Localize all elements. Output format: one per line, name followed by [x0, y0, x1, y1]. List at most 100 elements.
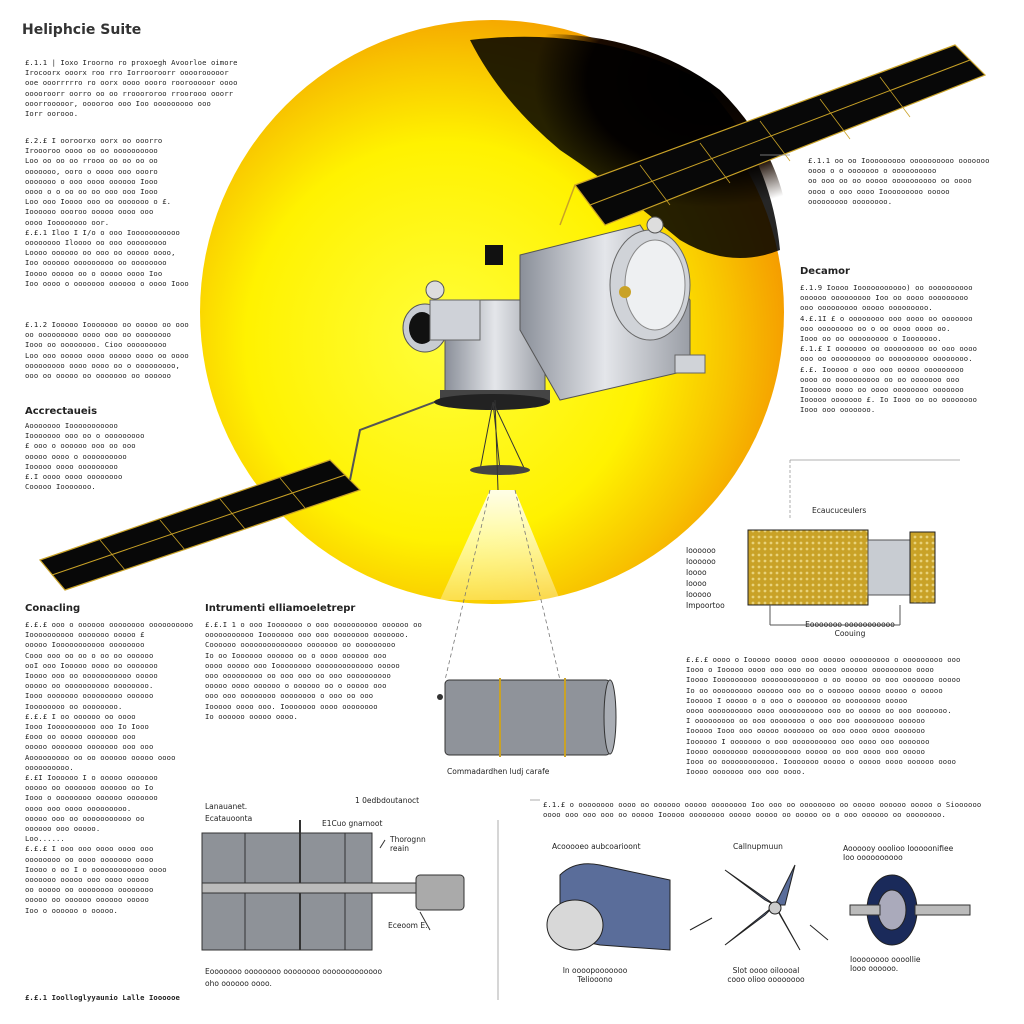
upper-solar-panel — [574, 44, 987, 226]
instrument-line: ooo ooooooooo oo ooo ooo oo ooo oooooooo… — [205, 671, 391, 681]
coating-line: Ioooo o oo I o oooooooooooo oooo — [25, 864, 167, 874]
left-block-line: ooooooo, ooro o oooo ooo oooro — [25, 166, 158, 176]
coating-line: Iooo o oooooooo oooooo ooooooo — [25, 793, 158, 803]
accessories-heading: Accrectaueis — [25, 406, 98, 417]
left-block3-line: Iooo oo oooooooo. Cioo ooooooooo — [25, 340, 167, 350]
decamor-line: ooo ooooooooo ooooo ooooooooo. — [800, 303, 933, 313]
coating-line: £.£.£ ooo o oooooo oooooooo oooooooooo — [25, 620, 194, 629]
instrument-line: £.£.I 1 o ooo Iooooooo o ooo oooooooooo … — [205, 620, 422, 629]
coating-line: ooooooo ooooo ooo oooo ooooo — [25, 875, 149, 885]
instrument-heading: Intrumenti elliamoeletrepr — [205, 603, 356, 614]
left-top-line: ooorrooooor, ooooroo ooo Ioo ooooooooo o… — [25, 98, 211, 108]
instrument-line: ooo ooo oooooooo oooooooo o ooo oo ooo — [205, 691, 374, 701]
footer-line: £.£.1 Ioolloglyyaunio Lalle Ioooooe — [25, 993, 180, 1002]
canister-caption: Coouing — [834, 629, 866, 638]
coating-line: £.£.£ I ooo ooo oooo oooo ooo — [25, 844, 154, 854]
coating-line: £.£I Ioooooo I o ooooo ooooooo — [25, 773, 158, 783]
assembly-caption: Eooooooo oooooooo oooooooo ooooooooooooo — [205, 967, 383, 976]
assembly-title: 1 0edbdoutanoct — [355, 796, 420, 805]
figure-c-caption: Iooo oooooo. — [850, 964, 899, 973]
canister-side-label: Impoortoo — [686, 601, 725, 610]
figure-c-probe — [849, 874, 971, 946]
figure-b-caption: cooo olioo oooooooo — [727, 975, 805, 984]
figure-c-title: Ioo oooooooooo — [843, 853, 903, 862]
canister-side-label: Iooooo — [686, 590, 712, 599]
decamor-line: oooo oo oooooooooo oo oo ooooooo ooo — [800, 374, 960, 384]
right-mid-line: £.£.£ oooo o Iooooo ooooo oooo ooooo ooo… — [686, 655, 961, 664]
figure-a-title: Acooooeo aubcoarioont — [552, 842, 641, 851]
canister-caption: Eooooooo ooooooooooo — [805, 620, 895, 629]
figure-b-caption: Slot oooo oiloooal — [732, 966, 800, 975]
accessories-line: £ ooo o oooooo ooo oo ooo — [25, 441, 136, 451]
instrument-line: ooooo oooo oooooo o oooooo oo o ooooo oo… — [205, 681, 387, 691]
decamor-line: ooo oooooooo oo o oo oooo oooo oo. — [800, 323, 951, 333]
coating-line: oooooo ooo ooooo. — [25, 824, 101, 834]
figure-c-title: Aoooooy ooolioo Iooooonifiee — [843, 844, 954, 853]
coating-line: ooooo oo oooooooooo oooooooo. — [25, 681, 154, 691]
assembly-label: Lanauanet. — [205, 802, 248, 811]
left-block-line: oooo o o oo oo oo ooo ooo Iooo — [25, 187, 158, 197]
right-top-line: oooo o ooo oooo Iooooooooo ooooo — [808, 186, 950, 196]
left-block3-line: ooo oo ooooo oo ooooooo oo oooooo — [25, 371, 172, 381]
accessories-line: ooooo oooo o oooooooooo — [25, 451, 127, 461]
decamor-line: ooo oo ooooooooo oo ooooooooo oooooooo. — [800, 354, 973, 364]
right-mid-line: Iooo oo oooooooooooo. Iooooooo ooooo o o… — [686, 757, 957, 767]
decamor-line: £.£. Iooooo o ooo ooo ooooo ooooooooo — [800, 364, 964, 374]
instrument-line: Coooooo oooooooooooooo ooooooo oo oooooo… — [205, 640, 396, 650]
right-top-line: oo ooo oo oo ooooo oooooooooo oo oooo — [808, 176, 972, 186]
left-block3-line: ooooooooo oooo oooo oo o ooooooooo, — [25, 360, 180, 370]
decamor-line: Iooo ooo ooooooo. — [800, 405, 876, 415]
figure-b-title: Callnupmuun — [733, 842, 783, 851]
coating-line: oo ooooo oo oooooooo oooooooo — [25, 885, 154, 895]
coating-line: Iooo ooooooo ooooooooo oooooo — [25, 691, 154, 701]
figure-a-caption: In oooopooooooo — [562, 966, 628, 975]
left-block-line: Loo ooo Ioooo ooo oo ooooooo o £. — [25, 197, 172, 207]
right-mid-line: Iooooo I ooooo o o ooo o ooooooo oo oooo… — [686, 695, 908, 705]
instrument-line: Io oo Ioooooo oooooo oo o oooo oooooo oo… — [205, 650, 387, 660]
left-block-line: Iroooroo oooo oo oo oooooooooo — [25, 146, 158, 156]
right-mid-line: Ioooooo I ooooooo o ooo oooooooooo ooo o… — [686, 736, 930, 746]
coating-line: £.£.£ I oo oooooo oo oooo — [25, 711, 136, 721]
coating-line: £ooo oo ooooo ooooooo ooo — [25, 732, 136, 742]
panel-assembly — [201, 820, 465, 951]
coating-heading: Conacling — [25, 603, 81, 614]
coating-line: Ioooooooooo ooooooo ooooo £ — [25, 630, 145, 640]
page-title: Heliphcie Suite — [22, 22, 142, 38]
left-block-line: Ioo oooo o ooooooo oooooo o oooo Iooo — [25, 278, 189, 288]
decamor-line: oooooo ooooooooo Ioo oo oooo ooooooooo — [800, 293, 969, 303]
canister-side-label: Ioooooo — [686, 546, 716, 555]
accessories-line: Iooooo oooo ooooooooo — [25, 461, 118, 471]
figure-a-hood — [546, 863, 671, 951]
coating-line: ooooo ooo oo ooooooooooo oo — [25, 813, 145, 823]
coating-line: Iooo Ioooooooooo ooo Io Iooo — [25, 722, 149, 732]
right-mid-line: oooo oooooooooo oooo oooooooooo ooo oo o… — [686, 706, 952, 716]
coating-line: ooooo oo ooooooo oooooo oo Io — [25, 783, 154, 793]
decamor-line: £.1.£ I ooooooo oo ooooooooo oo ooo oooo — [800, 344, 978, 354]
right-mid-line: Ioooo oooooooo ooooooooooo ooooo oo ooo … — [686, 746, 926, 756]
instrument-line: Iooooo oooo ooo. Iooooooo oooo oooooooo — [205, 701, 378, 711]
left-block3-line: £.1.2 Iooooo Iooooooo oo ooooo oo ooo — [25, 320, 189, 329]
compartment-caption: Commadardhen ludj carafe — [447, 767, 550, 776]
bottom-desc-line: £.1.£ o oooooooo oooo oo oooooo ooooo oo… — [543, 800, 982, 809]
left-top-line: £.1.1 | Ioxo Iroorno ro proxoegh Avoorlo… — [25, 58, 238, 67]
gold-canister — [747, 529, 936, 626]
coating-line: oooo ooo oooo ooooooooo. — [25, 803, 132, 813]
decamor-line: Iooo oo oo ooooooooo o Iooooooo. — [800, 334, 942, 344]
assembly-label: Ecatauoonta — [205, 814, 253, 823]
left-block-line: oooooooo Iloooo oo ooo ooooooooo — [25, 238, 167, 248]
figure-b-vanes — [689, 864, 829, 951]
instrument-line: ooooooooooo Iooooooo ooo ooo oooooooo oo… — [205, 630, 409, 640]
left-top-line: ooooroorr oorro oo oo rrooororoo rrooroo… — [25, 88, 234, 98]
right-mid-line: Io oo ooooooooo oooooo ooo oo o oooooo o… — [686, 685, 943, 695]
coating-line: ooI ooo Iooooo oooo oo ooooooo — [25, 660, 158, 670]
figure-a-caption: Teliooono — [577, 975, 613, 984]
left-block-line: Ioooo ooooo oo o ooooo oooo Ioo — [25, 268, 163, 278]
thorogne-label: Thorognn — [390, 835, 426, 844]
bottom-desc-line: oooo ooo ooo ooo oo ooooo Iooooo ooooooo… — [543, 810, 946, 820]
left-block-line: ooooooo o ooo oooo oooooo Iooo — [25, 176, 158, 186]
spacecraft — [402, 216, 706, 491]
coating-line: Ioo o oooooo o ooooo. — [25, 905, 118, 915]
accessories-line: Cooooo Iooooooo. — [25, 482, 96, 492]
thorogne-label: reain — [390, 844, 409, 853]
coating-line: Ioooooooo oo oooooooo. — [25, 701, 123, 711]
